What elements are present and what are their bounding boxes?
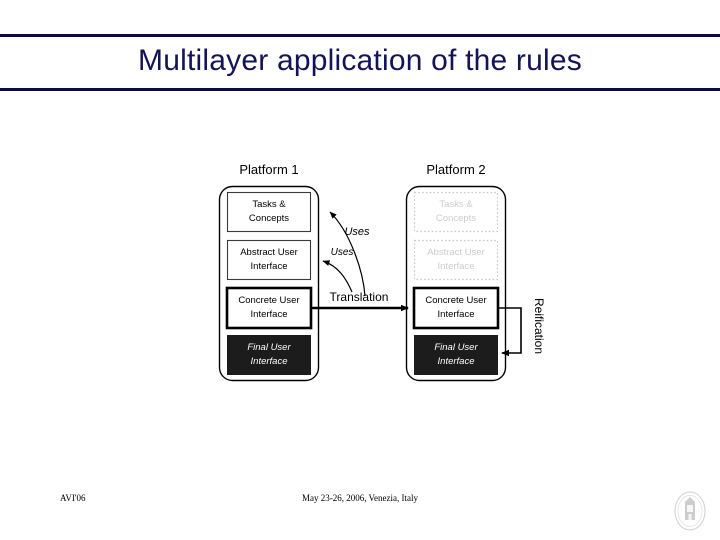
platform-1-layer-final-ui[interactable]: Final User Interface <box>227 335 311 375</box>
platform-2-layer-abstract-ui[interactable]: Abstract User Interface <box>413 239 499 281</box>
platform-1-layer-concrete-ui[interactable]: Concrete User Interface <box>225 286 313 330</box>
layer-label-line1: Tasks & <box>252 199 286 210</box>
platform-2-group: Platform 2 Tasks & Concepts Abstract Use… <box>405 162 507 382</box>
layer-label-line2: Interface <box>251 356 288 367</box>
layer-label-line1: Concrete User <box>425 295 486 306</box>
layer-label-line2: Concepts <box>249 213 289 224</box>
platform-1-layer-tasks-concepts[interactable]: Tasks & Concepts <box>226 191 312 233</box>
layer-label-line1: Tasks & <box>439 199 473 210</box>
platform-2-layer-concrete-ui[interactable]: Concrete User Interface <box>412 286 500 330</box>
footer-date-location: May 23-26, 2006, Venezia, Italy <box>301 493 419 503</box>
layer-box <box>225 286 313 330</box>
university-seal-logo <box>668 487 712 535</box>
translation-label: Translation <box>330 290 389 304</box>
layer-label-line2: Concepts <box>436 213 476 224</box>
layer-box <box>413 191 499 233</box>
uses-label-lower: Uses <box>331 247 354 258</box>
layer-label-line2: Interface <box>438 356 475 367</box>
platform-2-container <box>405 185 507 382</box>
footer-conference-label: AVI'06 <box>60 493 86 503</box>
layer-label-line2: Interface <box>251 309 288 320</box>
layer-box <box>227 335 311 375</box>
platform-2-label: Platform 2 <box>426 162 485 177</box>
layer-box <box>226 191 312 233</box>
reification-arrow <box>498 307 522 357</box>
uses-label-upper: Uses <box>344 226 370 238</box>
page-title: Multilayer application of the rules <box>138 44 582 77</box>
platform-1-label: Platform 1 <box>239 162 298 177</box>
uses-arrow-lower <box>322 260 353 293</box>
layer-label-line2: Interface <box>438 309 475 320</box>
layer-label-line1: Concrete User <box>238 295 299 306</box>
layer-label-line2: Interface <box>438 261 475 272</box>
platform-2-layer-tasks-concepts[interactable]: Tasks & Concepts <box>413 191 499 233</box>
layer-label-line1: Final User <box>434 342 478 353</box>
uses-relations: Uses Uses <box>322 211 370 297</box>
layer-box <box>226 239 312 281</box>
translation-relation: Translation <box>311 290 409 312</box>
layer-label-line1: Final User <box>247 342 291 353</box>
layer-box <box>414 335 498 375</box>
reification-label: Reification <box>532 298 546 354</box>
layer-box <box>412 286 500 330</box>
title-rule-bottom <box>0 88 720 91</box>
platform-1-layer-abstract-ui[interactable]: Abstract User Interface <box>226 239 312 281</box>
multilayer-diagram: Platform 1 Tasks & Concepts Abstract Use… <box>0 100 720 400</box>
platform-2-layer-final-ui[interactable]: Final User Interface <box>414 335 498 375</box>
uses-arrow-upper <box>329 211 366 297</box>
layer-label-line1: Abstract User <box>240 247 298 258</box>
title-rule-top <box>0 34 720 37</box>
reification-relation: Reification <box>498 298 546 357</box>
layer-box <box>413 239 499 281</box>
layer-label-line2: Interface <box>251 261 288 272</box>
platform-1-container <box>218 185 320 382</box>
layer-label-line1: Abstract User <box>427 247 485 258</box>
platform-1-group: Platform 1 Tasks & Concepts Abstract Use… <box>218 162 320 382</box>
